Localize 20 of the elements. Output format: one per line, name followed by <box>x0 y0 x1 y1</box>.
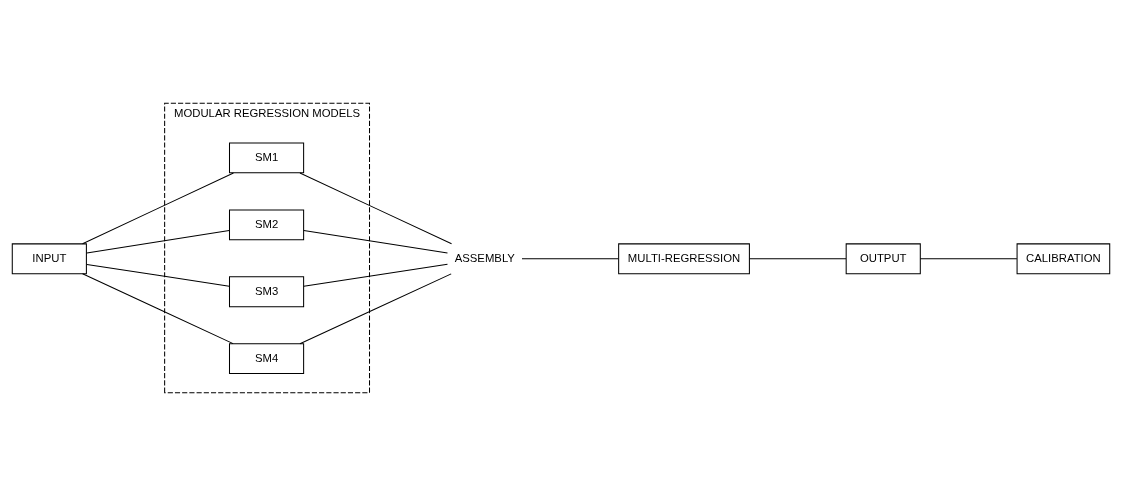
connector <box>86 263 230 287</box>
node-box: SM3 <box>229 276 305 308</box>
connector <box>919 258 1018 260</box>
connector <box>86 230 230 254</box>
node-box: MULTI-REGRESSION <box>618 243 750 275</box>
connector <box>82 172 234 245</box>
node-box: OUTPUT <box>845 243 921 275</box>
connector <box>82 273 234 345</box>
node-box: SM4 <box>229 343 305 375</box>
connector <box>299 172 453 245</box>
connector <box>299 273 452 345</box>
node-box: CALIBRATION <box>1016 243 1111 275</box>
node-box: SM2 <box>229 209 305 241</box>
node-box: INPUT <box>11 243 87 275</box>
connector <box>749 258 847 260</box>
node-text: ASSEMBLY <box>454 251 515 264</box>
node-box: SM1 <box>229 142 305 174</box>
connector <box>303 230 448 254</box>
connector <box>303 263 448 287</box>
connector <box>521 258 619 260</box>
